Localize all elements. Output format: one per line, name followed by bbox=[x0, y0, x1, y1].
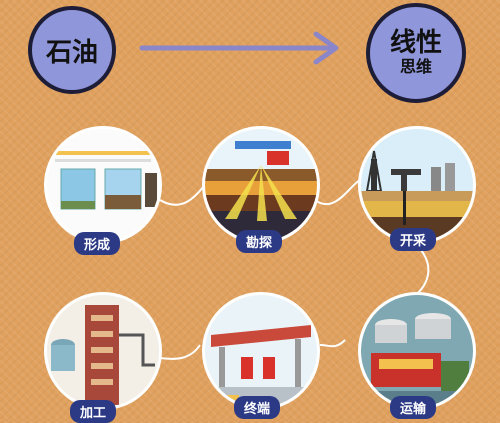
right-arrow-icon bbox=[139, 31, 339, 65]
step-label-formation: 形成 bbox=[74, 232, 121, 255]
title-circle-petroleum: 石油 bbox=[28, 6, 116, 94]
step-extraction-illustration bbox=[358, 126, 476, 244]
step-label-exploration: 勘探 bbox=[236, 230, 283, 253]
extraction-illustration bbox=[361, 129, 473, 241]
formation-illustration bbox=[47, 129, 159, 241]
title-text-line1: 线性 bbox=[389, 28, 442, 58]
step-label-processing: 加工 bbox=[70, 400, 117, 423]
title-text: 石油 bbox=[45, 37, 98, 68]
step-terminal-illustration bbox=[202, 292, 320, 410]
terminal-illustration bbox=[205, 295, 317, 407]
step-label-terminal: 终端 bbox=[234, 396, 281, 419]
step-label-extraction: 开采 bbox=[390, 228, 437, 251]
exploration-illustration bbox=[205, 129, 317, 241]
transport-illustration bbox=[361, 295, 473, 407]
step-formation-illustration bbox=[44, 126, 162, 244]
processing-illustration bbox=[47, 295, 159, 407]
title-circle-linear-thinking: 线性 思维 bbox=[366, 3, 466, 103]
title-text-line2: 思维 bbox=[399, 57, 432, 76]
step-transport-illustration bbox=[358, 292, 476, 410]
step-exploration-illustration bbox=[202, 126, 320, 244]
step-label-transport: 运输 bbox=[390, 396, 437, 419]
step-processing-illustration bbox=[44, 292, 162, 410]
